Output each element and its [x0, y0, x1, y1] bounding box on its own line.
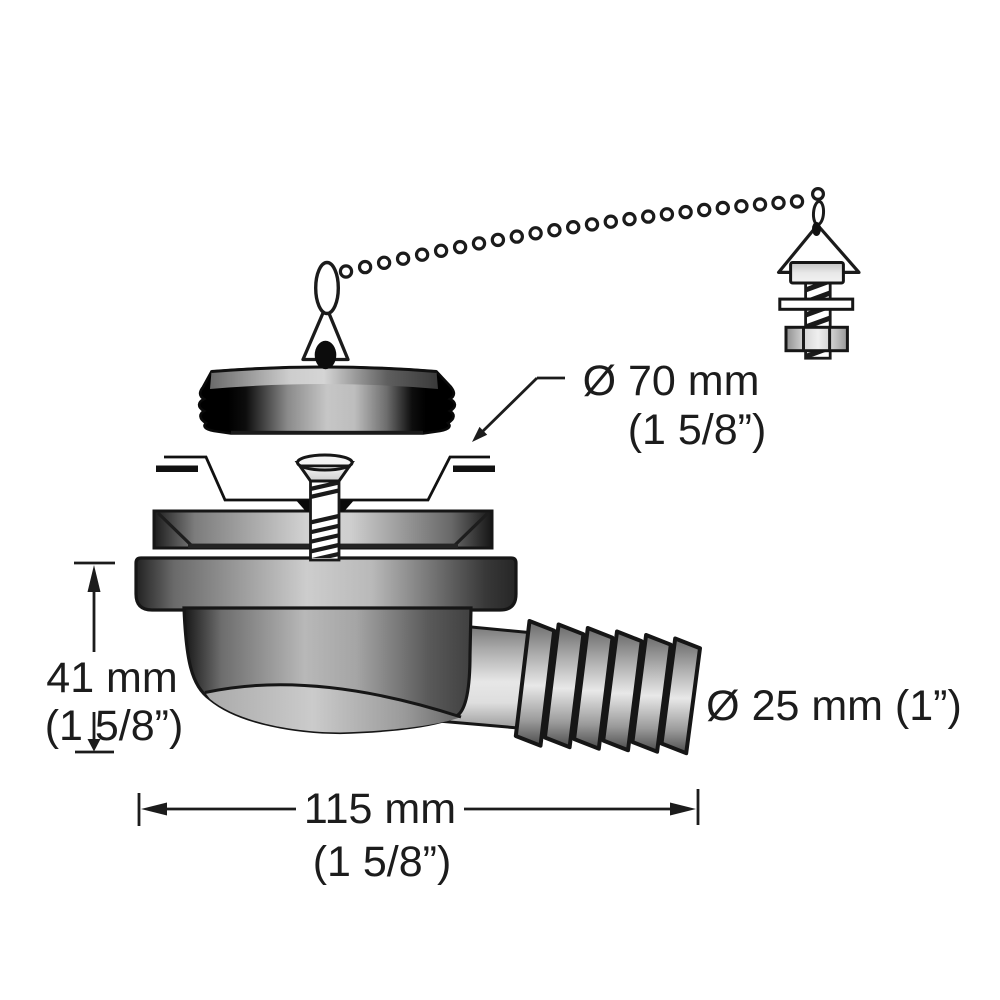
svg-text:Ø 70 mm: Ø 70 mm: [583, 357, 760, 405]
svg-text:Ø 25 mm (1”): Ø 25 mm (1”): [706, 682, 962, 730]
svg-text:(1 5/8”): (1 5/8”): [45, 702, 184, 750]
svg-text:(1 5/8”): (1 5/8”): [628, 406, 767, 454]
svg-text:115 mm: 115 mm: [304, 785, 456, 833]
svg-text:41 mm: 41 mm: [46, 654, 177, 702]
svg-text:(1 5/8”): (1 5/8”): [313, 838, 452, 886]
